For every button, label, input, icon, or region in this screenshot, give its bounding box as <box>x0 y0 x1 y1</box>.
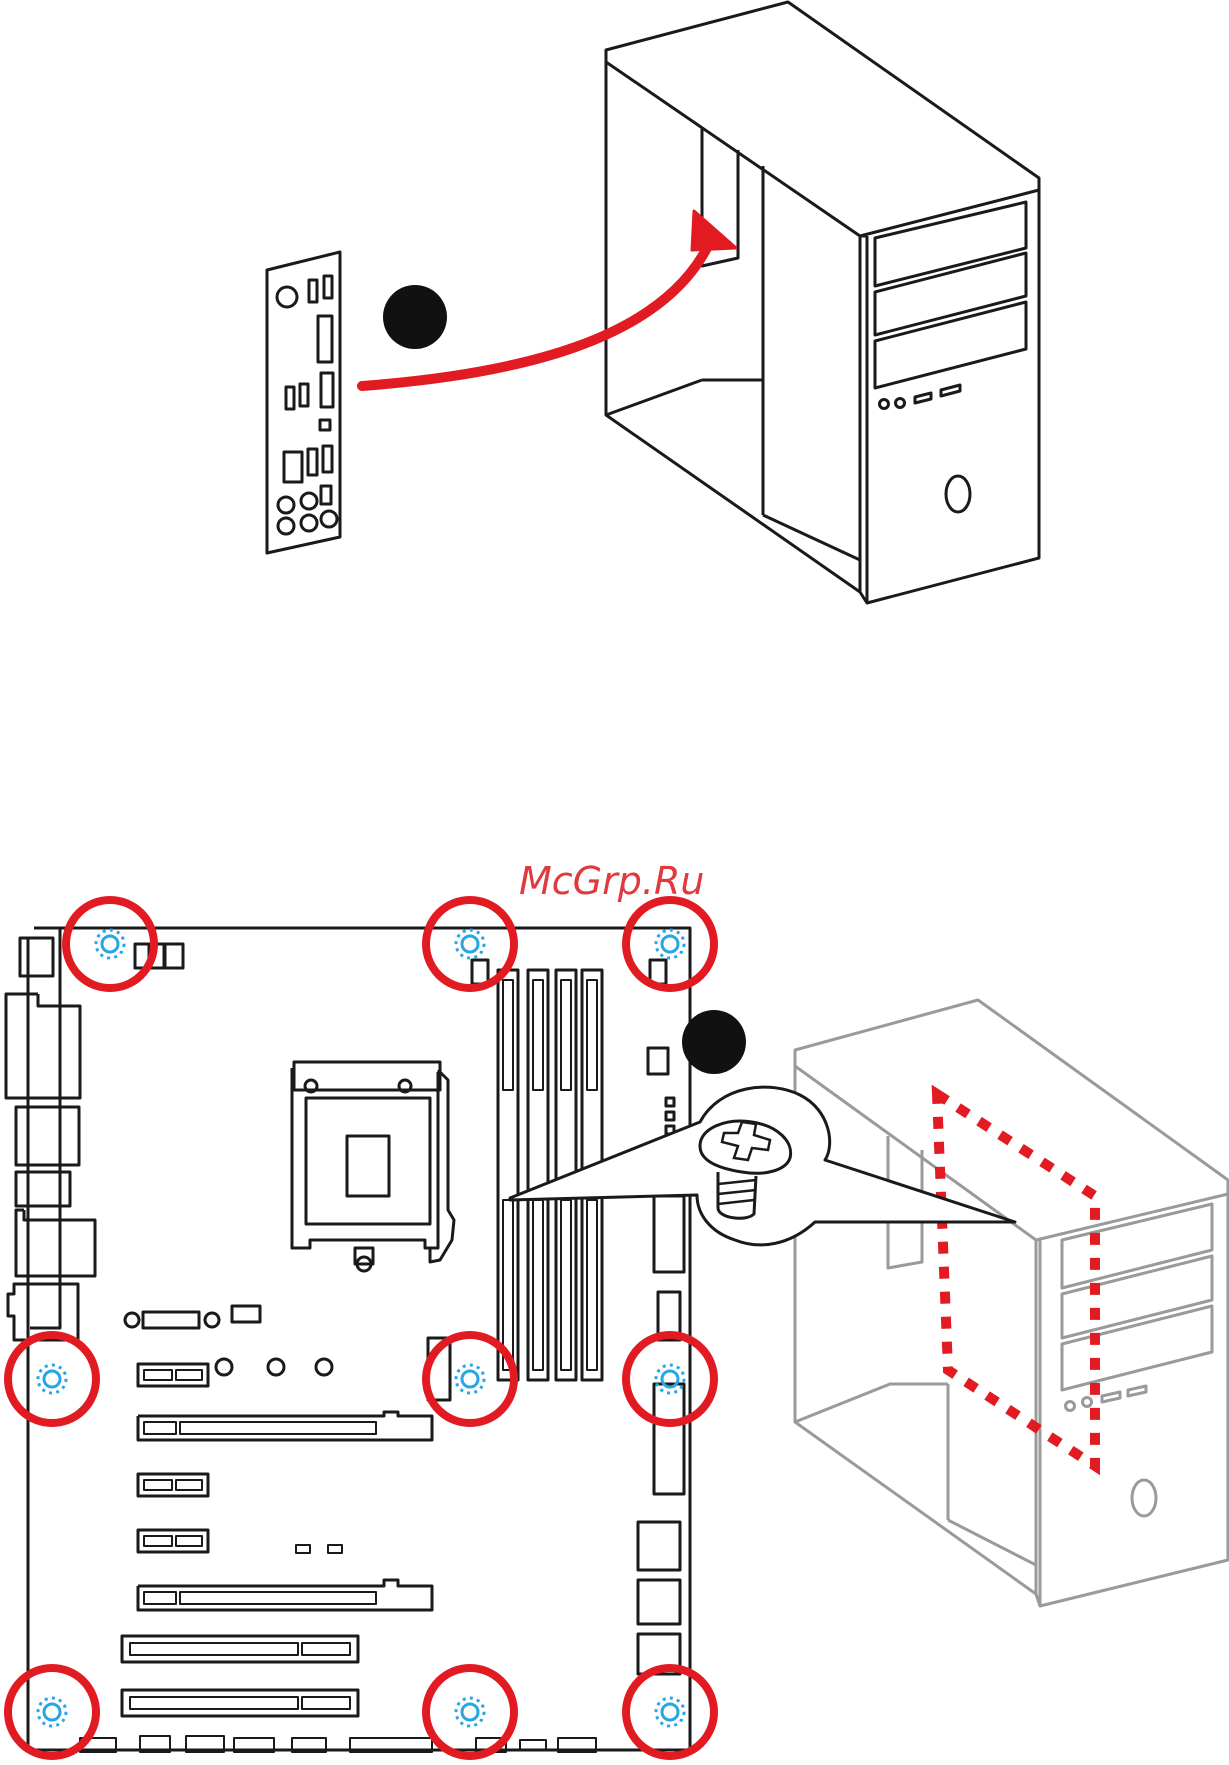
mount-points <box>8 900 714 1756</box>
standoff-mount-icon <box>8 1668 96 1756</box>
motherboard-icon <box>6 928 690 1752</box>
standoff-mount-icon <box>426 900 514 988</box>
standoff-mount-icon <box>426 1668 514 1756</box>
standoff-mount-icon <box>626 1668 714 1756</box>
standoff-mount-icon <box>626 900 714 988</box>
standoff-mount-icon <box>8 1335 96 1423</box>
io-shield-icon <box>267 252 340 553</box>
step-2-marker <box>682 1010 746 1074</box>
screw-callout <box>510 1087 1015 1245</box>
cpu-socket <box>292 1062 454 1271</box>
pc-case-icon <box>795 1000 1228 1606</box>
watermark-text: McGrp.Ru <box>519 859 704 903</box>
standoff-mount-icon <box>626 1335 714 1423</box>
pcie-slots <box>122 1364 432 1716</box>
step-1-marker <box>383 285 447 349</box>
step-1-illustration <box>267 2 1039 603</box>
pc-case-icon <box>606 2 1039 603</box>
